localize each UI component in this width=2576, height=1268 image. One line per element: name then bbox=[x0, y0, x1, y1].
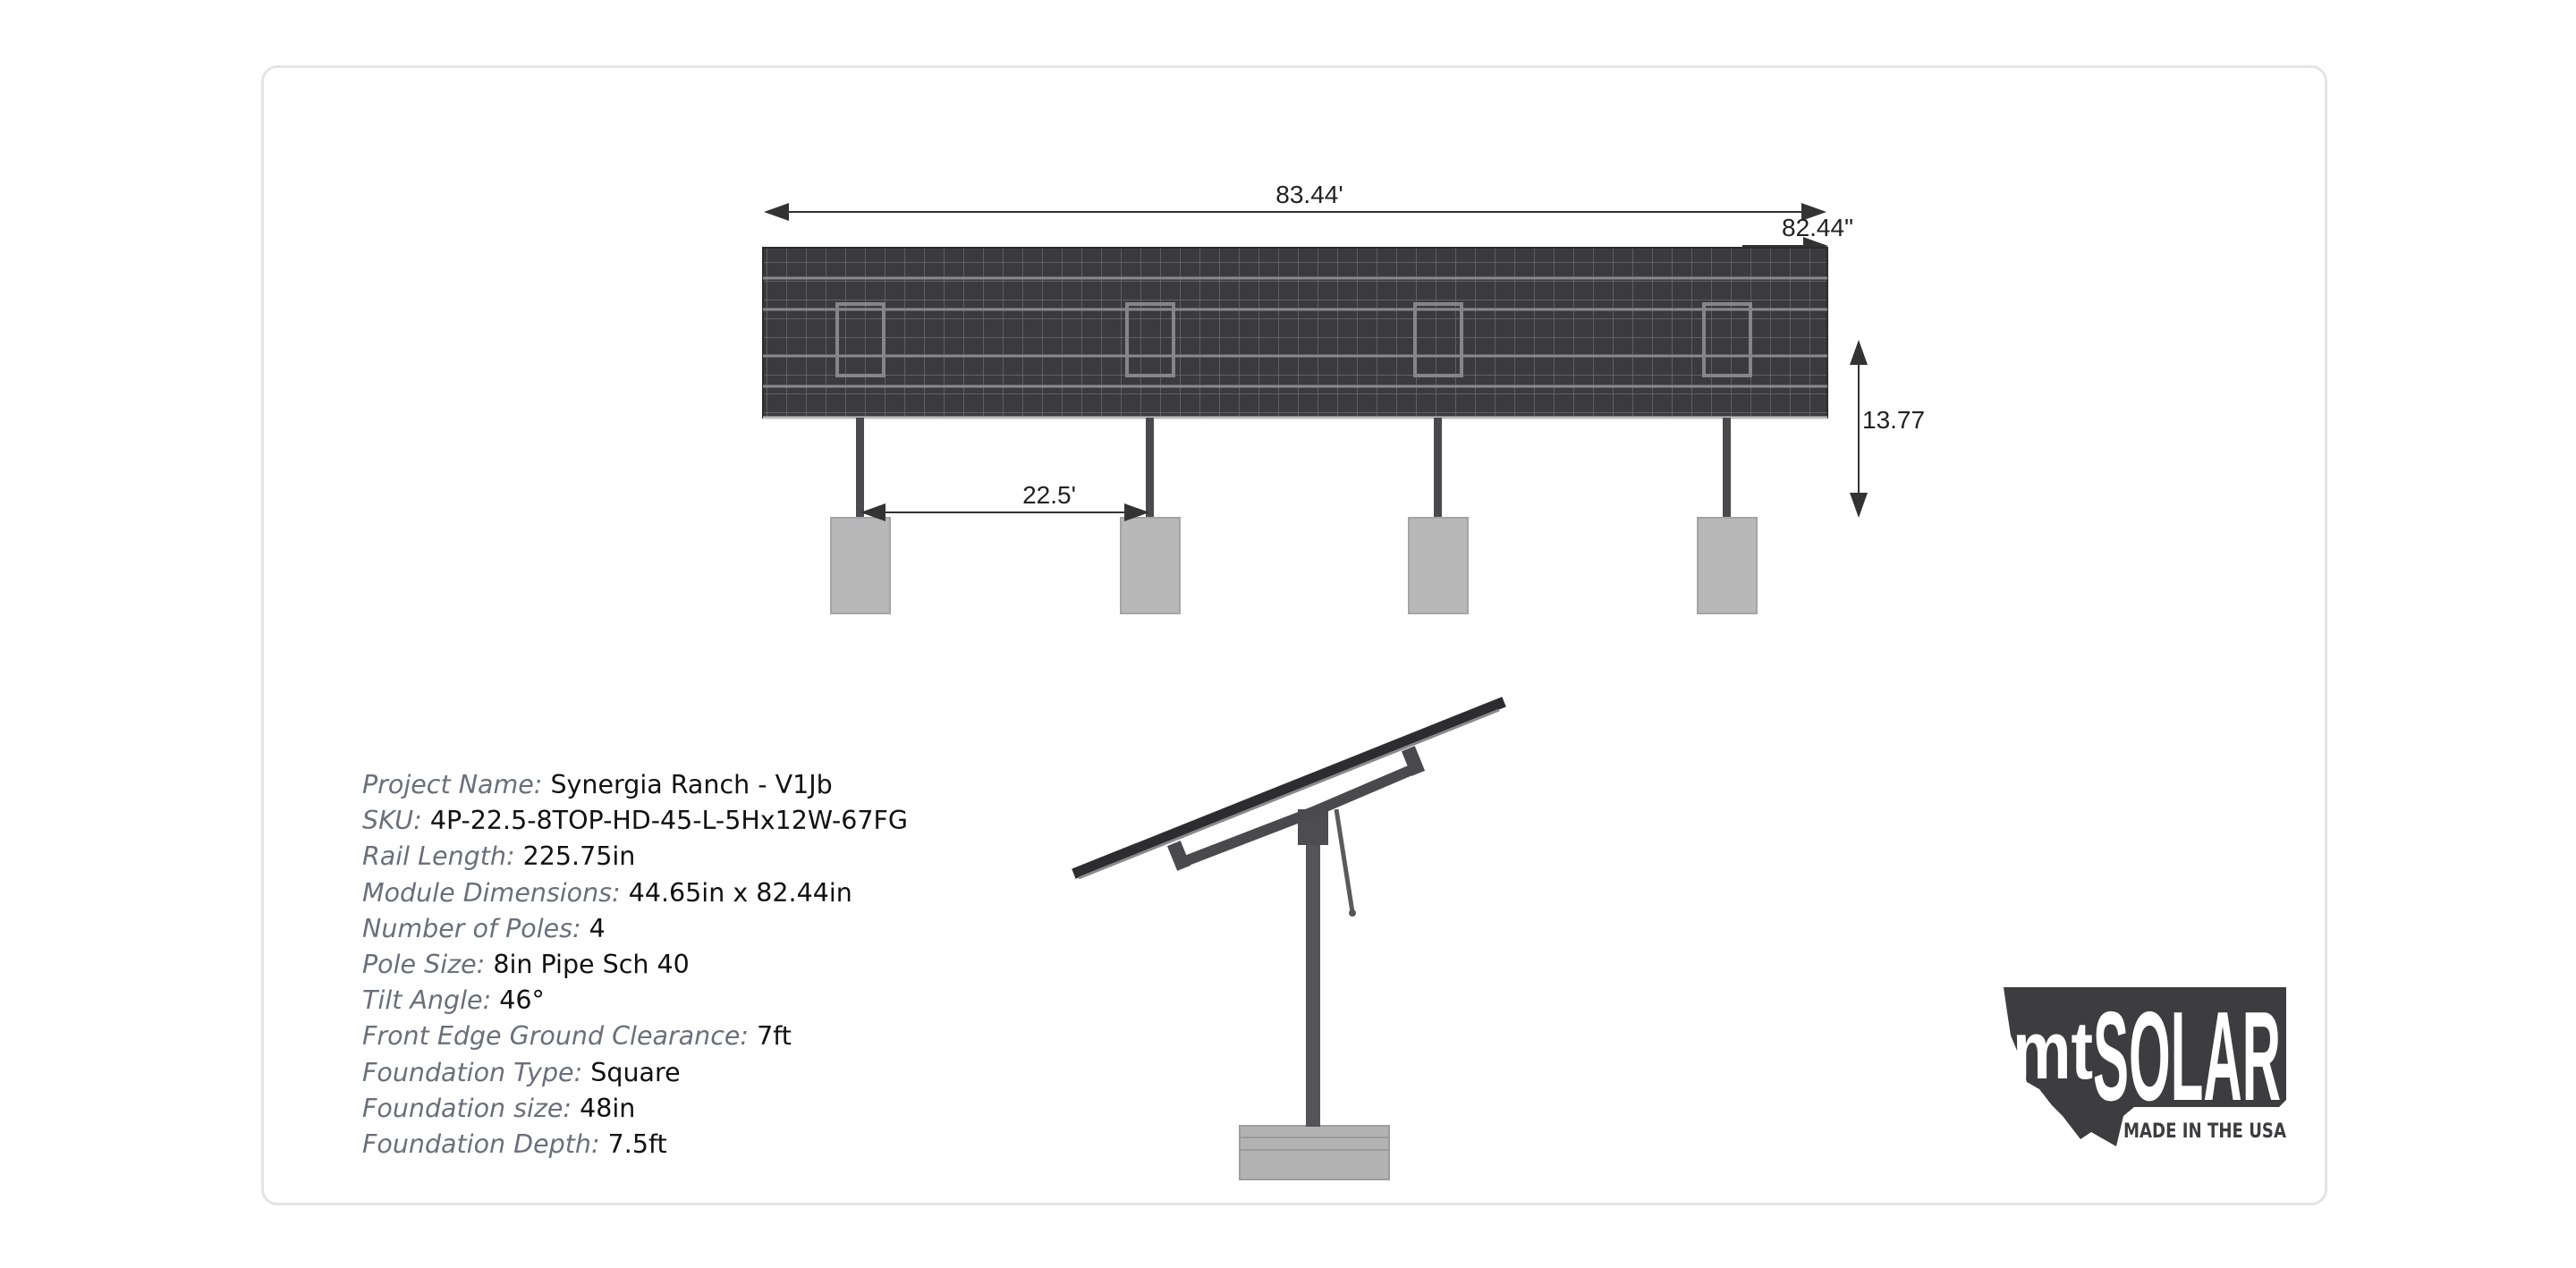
spec-project-name: Project Name: Synergia Ranch - V1Jb bbox=[362, 770, 833, 799]
spec-foundation-type: Foundation Type: Square bbox=[362, 1057, 681, 1087]
spec-list: Project Name: Synergia Ranch - V1Jb SKU:… bbox=[362, 767, 908, 1162]
spec-number-of-poles: Number of Poles: 4 bbox=[362, 913, 606, 943]
mt-solar-logo: mt SOLAR MADE IN THE USA bbox=[2004, 985, 2286, 1146]
frame-4 bbox=[1702, 302, 1752, 377]
foundation-2 bbox=[1120, 517, 1181, 614]
side-pole bbox=[1306, 827, 1320, 1127]
spec-foundation-depth: Foundation Depth: 7.5ft bbox=[362, 1129, 667, 1159]
pole-4 bbox=[1723, 418, 1731, 518]
pole-1 bbox=[856, 418, 864, 518]
height-label: 13.77 bbox=[1862, 406, 1925, 434]
spec-foundation-size: Foundation size: 48in bbox=[362, 1093, 636, 1123]
state-silhouette bbox=[2004, 987, 2286, 1146]
spec-pole-size: Pole Size: 8in Pipe Sch 40 bbox=[362, 949, 690, 979]
foundation-4 bbox=[1697, 517, 1758, 614]
side-foundation bbox=[1239, 1125, 1390, 1180]
frame-1 bbox=[835, 302, 886, 377]
frame-2 bbox=[1125, 302, 1175, 377]
logo-brand-mt: mt bbox=[2012, 1005, 2093, 1096]
spec-rail-length: Rail Length: 225.75in bbox=[362, 841, 636, 872]
side-actuator bbox=[1334, 808, 1355, 913]
foundation-1 bbox=[830, 517, 891, 614]
solar-array-front bbox=[762, 247, 1828, 418]
module-width-label: 82.44" bbox=[1782, 214, 1853, 241]
spec-sku: SKU: 4P-22.5-8TOP-HD-45-L-5Hx12W-67FG bbox=[362, 806, 908, 836]
logo-tagline: MADE IN THE USA bbox=[2123, 1120, 2286, 1143]
pole-spacing-label: 22.5' bbox=[1022, 481, 1076, 509]
foundation-3 bbox=[1408, 517, 1469, 614]
spec-front-edge-clearance: Front Edge Ground Clearance: 7ft bbox=[362, 1021, 792, 1052]
overall-width-label: 83.44' bbox=[1275, 181, 1343, 208]
logo-brand-solar: SOLAR bbox=[2093, 985, 2281, 1128]
front-view-drawing: 83.44' 82.44" 13.77 22.5' bbox=[762, 181, 1925, 614]
spec-module-dimensions: Module Dimensions: 44.65in x 82.44in bbox=[362, 877, 852, 908]
pole-3 bbox=[1434, 418, 1442, 518]
side-arm bbox=[1178, 807, 1316, 868]
spec-tilt-angle: Tilt Angle: 46° bbox=[362, 985, 545, 1016]
side-solar-panel bbox=[1072, 697, 1506, 879]
side-view-drawing bbox=[1072, 697, 1506, 1180]
frame-3 bbox=[1413, 302, 1463, 377]
pole-2 bbox=[1146, 418, 1154, 518]
